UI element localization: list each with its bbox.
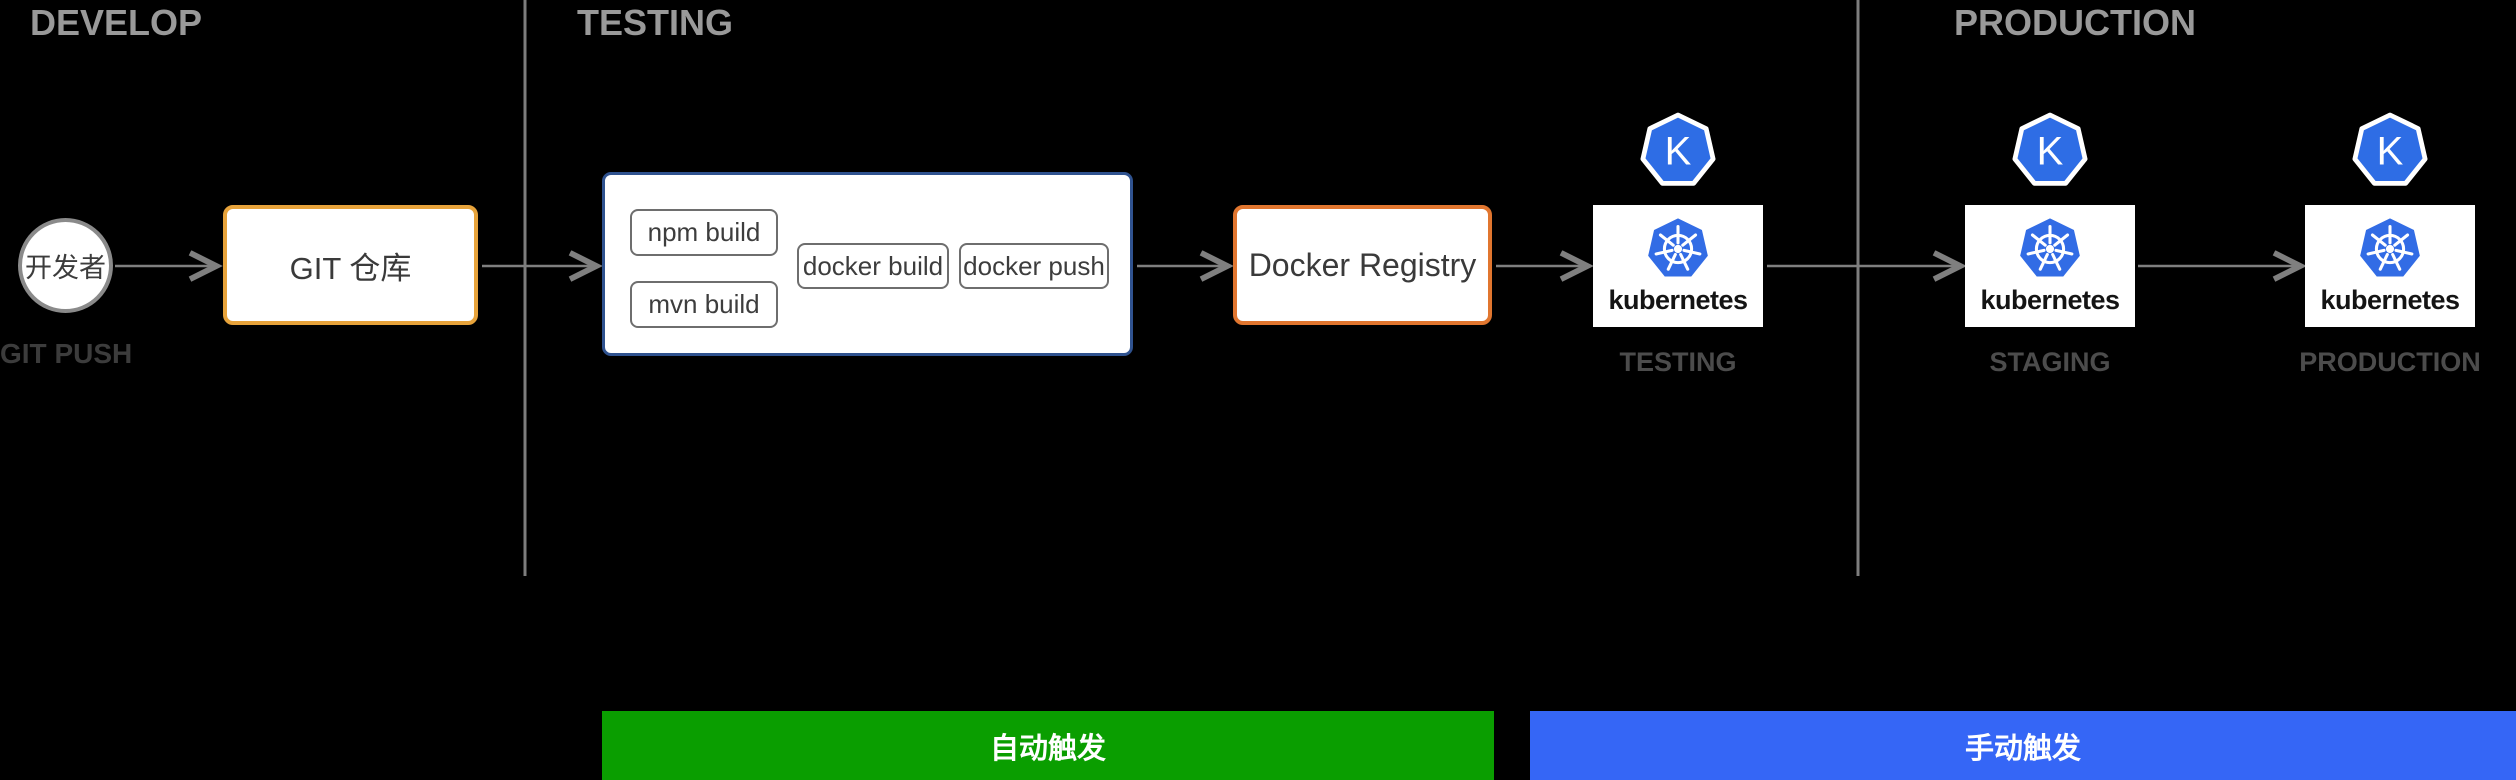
mvn-build-step: mvn build bbox=[630, 281, 778, 328]
env-label-production: PRODUCTION bbox=[2299, 347, 2481, 377]
developer-label: 开发者 bbox=[25, 253, 106, 283]
kubernetes-card: kubernetes bbox=[1593, 205, 1763, 327]
auto-trigger-bar: 自动触发 bbox=[602, 711, 1494, 780]
kubernetes-helm-icon bbox=[2360, 218, 2420, 277]
kubernetes-wordmark: kubernetes bbox=[1980, 285, 2120, 315]
kubernetes-wordmark: kubernetes bbox=[1608, 285, 1748, 315]
svg-text:K: K bbox=[2037, 130, 2064, 174]
auto-trigger-label: 自动触发 bbox=[989, 732, 1106, 765]
kubernetes-wordmark: kubernetes bbox=[2320, 285, 2460, 315]
svg-text:K: K bbox=[2377, 130, 2404, 174]
git-repo-node: GIT 仓库 bbox=[223, 205, 478, 325]
kubernetes-card: kubernetes bbox=[1965, 205, 2135, 327]
svg-text:K: K bbox=[1665, 130, 1692, 174]
k8s-node-staging: K kubernetes STAGING bbox=[1965, 110, 2135, 377]
k8s-node-testing: K kubernetes TESTING bbox=[1593, 110, 1763, 377]
kubernetes-badge-icon: K bbox=[2012, 112, 2088, 186]
docker-push-step: docker push bbox=[959, 243, 1109, 289]
kubernetes-helm-icon bbox=[2020, 218, 2080, 277]
kubernetes-badge-icon: K bbox=[1640, 112, 1716, 186]
env-label-staging: STAGING bbox=[1989, 347, 2111, 377]
git-repo-label: GIT 仓库 bbox=[289, 250, 412, 286]
k8s-node-production: K kubernetes PRODUCTION bbox=[2299, 110, 2481, 377]
git-push-label: GIT PUSH bbox=[0, 338, 133, 369]
section-header-production: PRODUCTION bbox=[1954, 2, 2196, 43]
docker-registry-label: Docker Registry bbox=[1248, 246, 1477, 283]
env-label-testing: TESTING bbox=[1619, 347, 1737, 377]
section-header-testing: TESTING bbox=[577, 2, 734, 43]
docker-build-step: docker build bbox=[797, 243, 949, 289]
build-steps-container: npm build mvn build docker build docker … bbox=[602, 172, 1133, 356]
manual-trigger-label: 手动触发 bbox=[1964, 732, 2081, 765]
developer-node: 开发者 bbox=[18, 218, 113, 313]
kubernetes-card: kubernetes bbox=[2305, 205, 2475, 327]
npm-build-step: npm build bbox=[630, 209, 778, 256]
docker-registry-node: Docker Registry bbox=[1233, 205, 1492, 325]
section-header-develop: DEVELOP bbox=[30, 2, 203, 43]
kubernetes-badge-icon: K bbox=[2352, 112, 2428, 186]
manual-trigger-bar: 手动触发 bbox=[1530, 711, 2516, 780]
kubernetes-helm-icon bbox=[1648, 218, 1708, 277]
